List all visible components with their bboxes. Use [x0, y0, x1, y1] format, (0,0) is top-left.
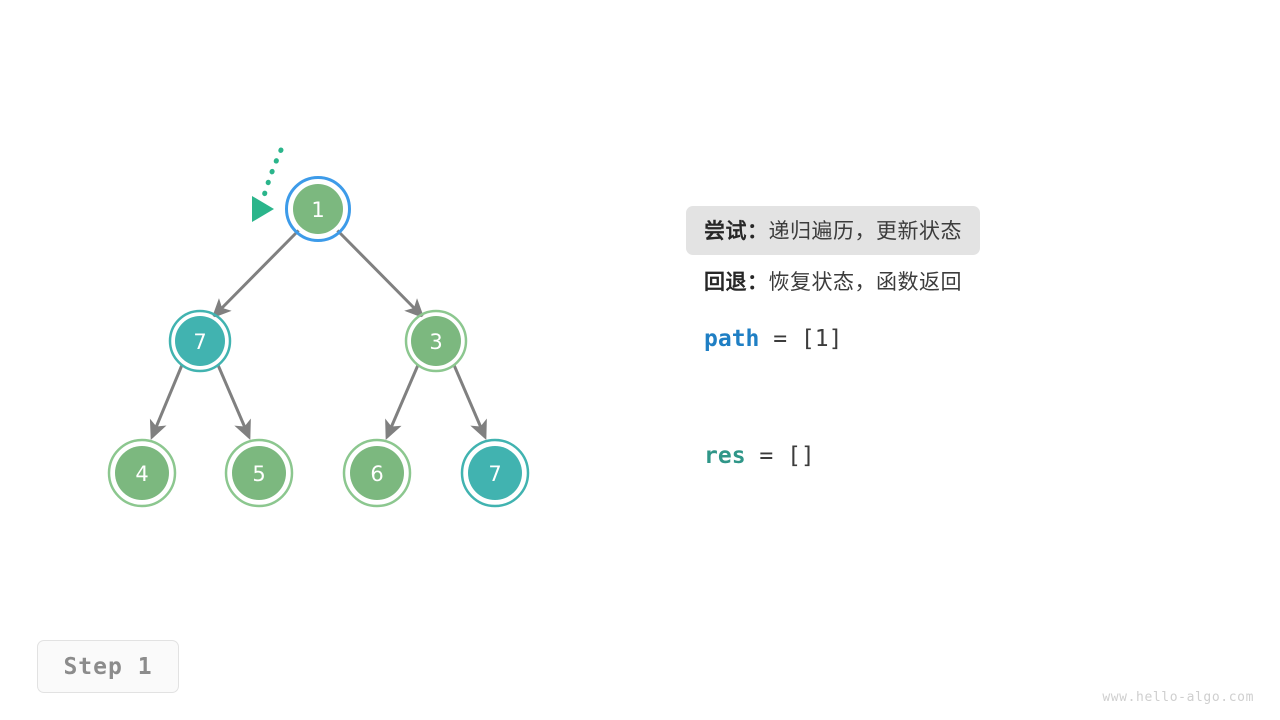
step-badge: Step 1 — [37, 640, 179, 693]
tree-node-5[interactable]: 5 — [224, 438, 294, 508]
edge-3-7b — [452, 364, 487, 441]
edge-1-7 — [211, 228, 301, 319]
explanation-panel: 尝试：递归遍历，更新状态 回退：恢复状态，函数返回 path = [1] res… — [686, 206, 1246, 468]
traversal-pointer — [252, 147, 284, 222]
tree-node-4-label: 4 — [135, 462, 148, 486]
tree-edges — [149, 228, 487, 441]
tree-node-7-left[interactable]: 7 — [168, 309, 232, 373]
tree-node-6-label: 6 — [370, 462, 383, 486]
tree-node-7-right[interactable]: 7 — [460, 438, 530, 508]
binary-tree-graphic: 1 7 3 4 — [107, 147, 530, 508]
tree-node-7-left-label: 7 — [193, 330, 206, 354]
watermark: www.hello-algo.com — [1102, 690, 1254, 705]
edge-3-6 — [385, 364, 420, 441]
edge-1-3 — [335, 228, 425, 319]
edge-7-4 — [149, 364, 184, 441]
try-row: 尝试：递归遍历，更新状态 — [686, 206, 980, 255]
tree-nodes: 1 7 3 4 — [107, 176, 530, 508]
tree-node-7-right-label: 7 — [488, 462, 501, 486]
tree-node-3[interactable]: 3 — [404, 309, 468, 373]
tree-node-1[interactable]: 1 — [285, 176, 351, 242]
tree-node-5-label: 5 — [252, 462, 265, 486]
path-variable-value: = [1] — [759, 326, 843, 352]
backtrack-row: 回退：恢复状态，函数返回 — [686, 257, 1246, 306]
edge-7-5 — [216, 364, 251, 441]
backtrack-text: 恢复状态，函数返回 — [768, 270, 962, 294]
step-badge-label: Step 1 — [63, 653, 153, 680]
res-variable-name: res — [704, 443, 746, 469]
res-variable-value: = [] — [745, 443, 815, 469]
try-text: 递归遍历，更新状态 — [768, 219, 962, 243]
try-label: 尝试： — [704, 219, 769, 243]
backtrack-label: 回退： — [704, 270, 769, 294]
pointer-triangle-icon — [252, 196, 274, 222]
res-state-row: res = [] — [686, 445, 1246, 468]
path-variable-name: path — [704, 326, 760, 352]
tree-node-3-label: 3 — [429, 330, 442, 354]
tree-node-1-label: 1 — [311, 198, 324, 222]
tree-node-6[interactable]: 6 — [342, 438, 412, 508]
path-state-row: path = [1] — [686, 328, 1246, 351]
tree-node-4[interactable]: 4 — [107, 438, 177, 508]
pointer-dotted-path — [259, 147, 284, 206]
